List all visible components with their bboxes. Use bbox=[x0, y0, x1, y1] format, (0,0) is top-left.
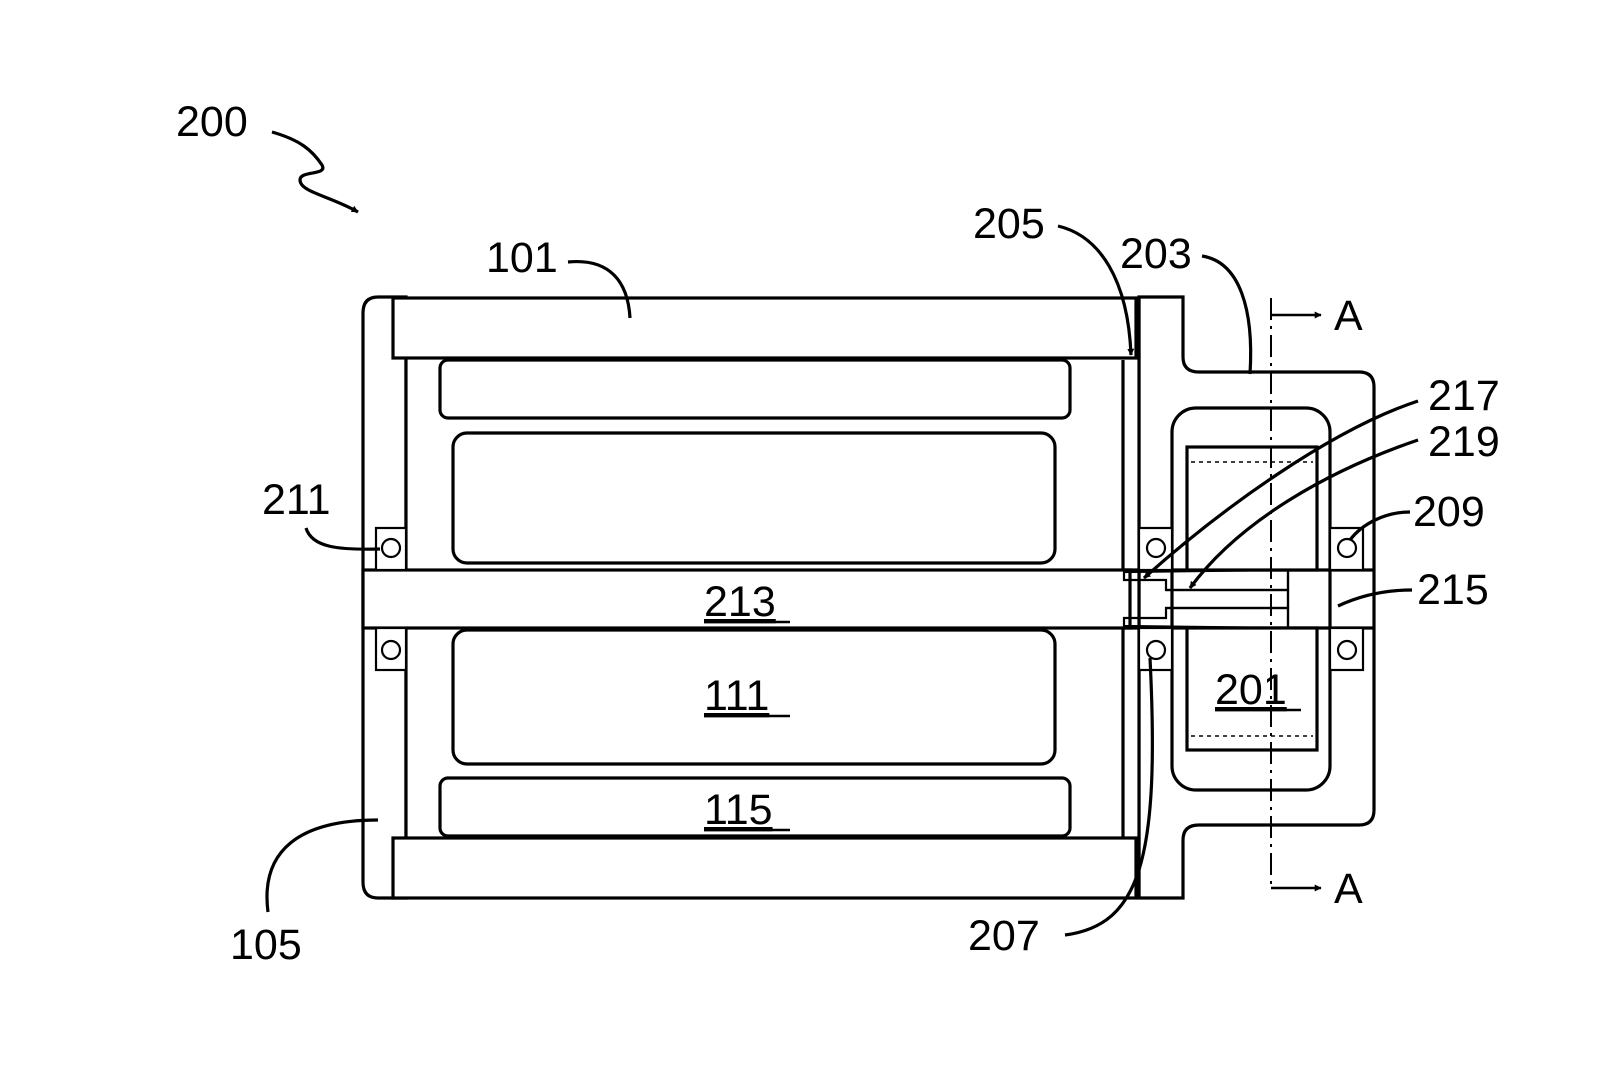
label-101: 101 bbox=[486, 234, 558, 282]
label-section-a-top: A bbox=[1334, 292, 1363, 340]
label-203: 203 bbox=[1120, 230, 1192, 278]
label-205: 205 bbox=[973, 200, 1045, 248]
coil-upper bbox=[1187, 447, 1317, 570]
bottom-rail bbox=[393, 838, 1136, 898]
leader-211 bbox=[306, 528, 380, 549]
oring-211-lower bbox=[376, 628, 406, 670]
label-215: 215 bbox=[1417, 566, 1489, 614]
label-209: 209 bbox=[1413, 488, 1485, 536]
oring-211-upper bbox=[376, 528, 406, 570]
oring-209-lower bbox=[1330, 628, 1363, 670]
leader-105 bbox=[267, 820, 378, 912]
label-201: 201 bbox=[1215, 666, 1287, 714]
label-219: 219 bbox=[1428, 418, 1500, 466]
upper-pole-block bbox=[453, 433, 1055, 563]
label-200: 200 bbox=[176, 98, 248, 146]
label-115: 115 bbox=[704, 786, 773, 834]
oring-207-upper bbox=[1139, 528, 1172, 570]
label-111: 111 bbox=[704, 672, 769, 720]
leader-200 bbox=[272, 132, 358, 212]
label-207: 207 bbox=[968, 912, 1040, 960]
oring-207-lower bbox=[1139, 628, 1172, 670]
label-211: 211 bbox=[262, 476, 331, 524]
upper-element bbox=[440, 360, 1070, 418]
label-105: 105 bbox=[230, 921, 302, 969]
label-217: 217 bbox=[1428, 372, 1500, 420]
label-213: 213 bbox=[704, 578, 776, 626]
leader-203 bbox=[1202, 256, 1251, 374]
oring-209-upper bbox=[1330, 528, 1363, 570]
top-rail bbox=[393, 298, 1136, 358]
label-section-a-bottom: A bbox=[1334, 865, 1363, 913]
